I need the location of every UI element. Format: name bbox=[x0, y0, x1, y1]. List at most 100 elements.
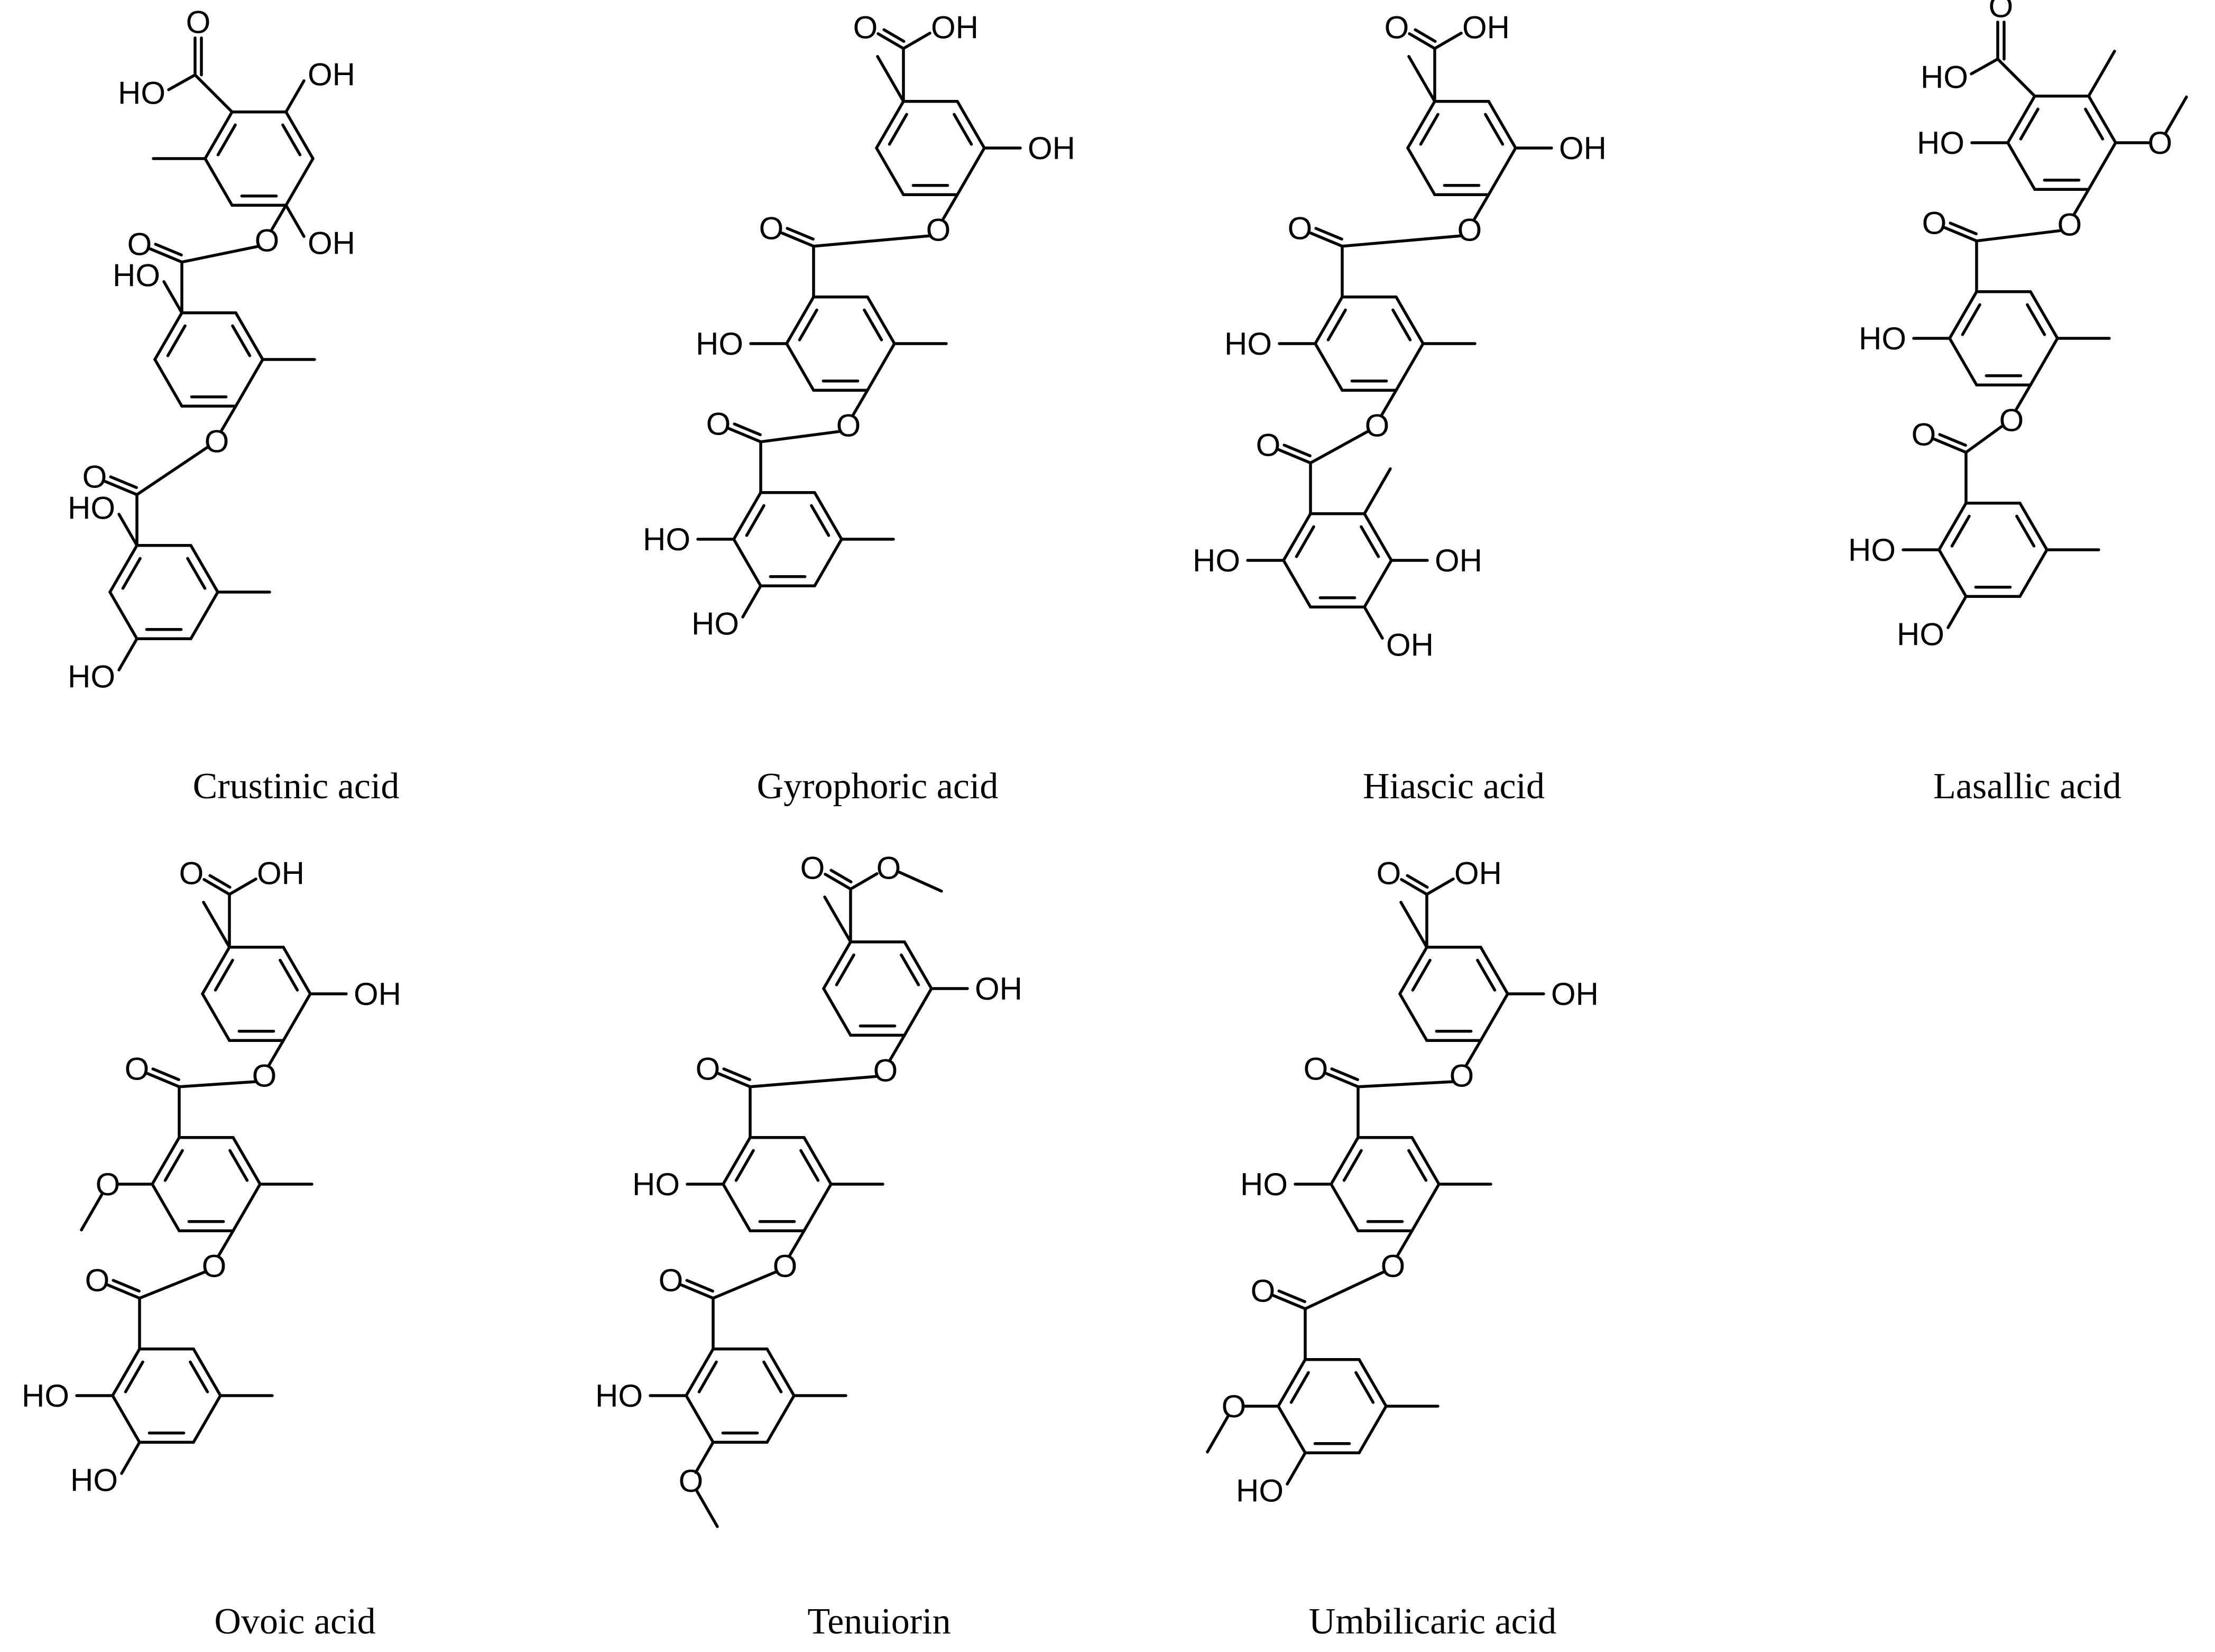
hydroxyl-bond bbox=[120, 1441, 141, 1475]
hydroxyl-bond bbox=[1286, 1451, 1307, 1485]
ring-bond bbox=[802, 1183, 833, 1233]
ring-bond bbox=[1330, 1183, 1360, 1233]
ring-bond bbox=[1948, 290, 1978, 340]
ester-bond bbox=[812, 234, 930, 248]
ring-bond bbox=[2087, 94, 2117, 144]
ester-oxygen-label: O bbox=[836, 408, 861, 443]
ester-oxygen-label: O bbox=[202, 1248, 227, 1284]
ester-bond bbox=[1975, 229, 2062, 243]
ring-double-bond bbox=[166, 324, 187, 357]
ring-bond bbox=[284, 110, 315, 160]
acid-bond bbox=[1433, 31, 1463, 50]
methyl-bond bbox=[2164, 95, 2188, 135]
ring-bond bbox=[1395, 342, 1425, 392]
ester-bond bbox=[941, 193, 959, 222]
methyl-bond bbox=[898, 870, 943, 893]
ring-double-bond bbox=[1419, 113, 1439, 146]
ring-double-bond bbox=[216, 123, 237, 156]
ester-bond bbox=[178, 1080, 256, 1088]
carbonyl-double-bond bbox=[1277, 1289, 1306, 1304]
hydroxyl-label: HO bbox=[70, 1462, 118, 1498]
methyl-bond bbox=[1206, 1414, 1230, 1454]
ester-bond bbox=[1464, 1039, 1482, 1068]
ring-double-bond bbox=[186, 557, 207, 590]
carbonyl-double-bond bbox=[733, 422, 762, 437]
acid-bond bbox=[849, 872, 879, 891]
methyl-bond bbox=[80, 1192, 104, 1232]
ring-bond bbox=[189, 590, 219, 641]
ring-bond bbox=[108, 590, 139, 641]
carbonyl-double-bond bbox=[109, 475, 138, 490]
ring-bond bbox=[1937, 548, 1968, 598]
carbonyl-double-bond bbox=[680, 1283, 715, 1300]
ring-bond bbox=[1282, 559, 1312, 609]
ester-bond bbox=[1309, 430, 1369, 465]
ring-bond bbox=[1398, 992, 1428, 1042]
ring-bond bbox=[2006, 141, 2036, 191]
carbonyl-oxygen-label: O bbox=[659, 1263, 684, 1298]
ester-oxygen-label: O bbox=[1450, 1058, 1474, 1093]
carbonyl-double-bond bbox=[876, 32, 905, 50]
ring-double-bond bbox=[798, 308, 818, 342]
compound-name-umbilicaric-acid: Umbilicaric acid bbox=[1309, 1601, 1556, 1642]
carbonyl-double-bond bbox=[1949, 222, 1978, 236]
ring-bond bbox=[765, 1394, 796, 1444]
ring-double-bond bbox=[2015, 514, 2036, 548]
ring-double-bond bbox=[124, 1360, 144, 1393]
acid-bond bbox=[167, 73, 197, 91]
carbonyl-double-bond bbox=[824, 872, 852, 891]
hydroxyl-label: HO bbox=[691, 606, 739, 641]
hydroxyl-bond bbox=[1946, 595, 1968, 629]
ring-double-bond bbox=[799, 1149, 820, 1182]
hydroxyl-label: OH bbox=[1435, 543, 1482, 578]
ring-double-bond bbox=[734, 1149, 755, 1182]
ring-bond bbox=[685, 1394, 715, 1444]
methyl-bond bbox=[1407, 55, 1436, 103]
ring-bond bbox=[822, 987, 852, 1037]
ester-oxygen-label: O bbox=[255, 223, 280, 258]
ring-bond bbox=[1410, 1183, 1441, 1233]
compound-name-tenuiorin: Tenuiorin bbox=[807, 1601, 950, 1642]
acid-hydroxyl-label: OH bbox=[1462, 10, 1510, 45]
ester-bond bbox=[1341, 234, 1462, 248]
carbonyl-double-bond bbox=[1943, 226, 1978, 243]
ring-double-bond bbox=[1961, 303, 1981, 336]
ring-bond bbox=[765, 1347, 796, 1397]
carbonyl-oxygen-label: O bbox=[125, 1051, 150, 1087]
carbonyl-oxygen-label: O bbox=[1912, 417, 1936, 453]
carbonyl-double-bond bbox=[1408, 32, 1436, 50]
hydroxyl-label: HO bbox=[632, 1167, 680, 1202]
acid-bond bbox=[902, 31, 931, 50]
ring-bond bbox=[234, 311, 264, 361]
carbonyl-double-bond bbox=[786, 227, 815, 241]
ring-bond bbox=[192, 1394, 222, 1444]
ring-bond bbox=[813, 538, 843, 588]
acid-bond bbox=[1970, 57, 1999, 76]
ring-bond bbox=[201, 945, 231, 995]
ring-bond bbox=[785, 295, 815, 345]
compound-name-lasallic-acid: Lasallic acid bbox=[1933, 766, 2121, 807]
ring-bond bbox=[1479, 945, 1509, 995]
hydroxyl-label: HO bbox=[113, 258, 160, 293]
carbonyl-double-bond bbox=[106, 1283, 141, 1300]
carbonyl-double-bond bbox=[829, 869, 853, 884]
hydroxyl-label: HO bbox=[1917, 125, 1964, 161]
carbonyl-double-bond bbox=[1330, 1067, 1359, 1082]
ring-bond bbox=[1948, 337, 1978, 387]
ester-bond bbox=[219, 404, 237, 433]
ring-bond bbox=[108, 543, 139, 594]
ring-double-bond bbox=[189, 1360, 209, 1393]
ester-bond bbox=[1380, 389, 1398, 418]
ring-bond bbox=[1314, 295, 1344, 345]
compound-name-ovoic-acid: Ovoic acid bbox=[214, 1601, 375, 1642]
ring-bond bbox=[151, 1183, 181, 1233]
ester-bond bbox=[2072, 188, 2090, 217]
carbonyl-double-bond bbox=[1309, 231, 1344, 248]
carbonyl-double-bond bbox=[882, 28, 906, 43]
methyl-bond bbox=[1363, 467, 1392, 515]
hydroxyl-label: OH bbox=[1551, 976, 1599, 1012]
